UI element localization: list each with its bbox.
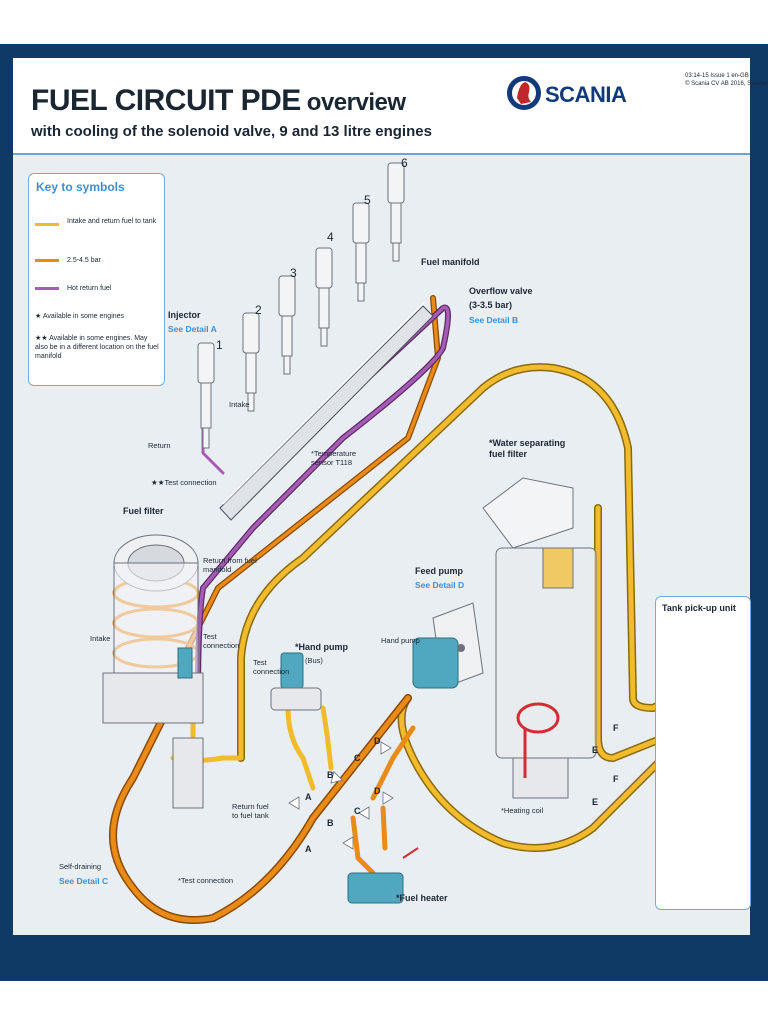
hand-pump-bus-label: (Bus) [305,656,323,665]
return-fuel-tank-label: Return fuel to fuel tank [232,802,269,820]
return-label: Return [148,441,171,450]
see-detail-c-link[interactable]: See Detail C [59,876,109,886]
injector-label: Injector [168,310,201,320]
key-star-one: ★ Available in some engines [35,313,125,320]
injector-number-4: 4 [327,230,334,244]
letter-a-upper: A [305,792,312,802]
feed-pump [412,602,484,689]
letter-e-upper: E [592,745,599,755]
scania-logo: SCANIA [507,68,627,120]
fuel-filter-label: Fuel filter [123,506,164,516]
key-item-intake: Intake and return fuel to tank [67,218,157,225]
intake-line-swatch [35,223,59,226]
intake-injector-label: Intake [229,400,250,409]
letter-c-upper: C [354,753,361,763]
brand-name: SCANIA [545,82,627,107]
fuel-manifold-label: Fuel manifold [421,257,480,267]
tank-pickup-label: Tank pick-up unit [662,603,736,613]
hand-pump-bus [270,652,322,711]
letter-b-upper: B [327,770,334,780]
doc-copyright: © Scania CV AB 2016, Sweden [685,81,768,87]
overflow-valve-label: Overflow valve [469,286,533,296]
fuel-heater-label: *Fuel heater [396,893,448,903]
key-star-two: ★★ Available in some engines. May also b… [35,335,159,360]
injector-number-3: 3 [290,266,297,280]
letter-d-lower: D [374,786,381,796]
return-from-manifold-label: Return from fuel manifold [203,556,257,574]
key-to-symbols: Key to symbols Intake and return fuel to… [28,173,165,386]
injector-number-5: 5 [364,193,371,207]
tank-pickup-panel: Tank pick-up unit [655,596,751,910]
document-info: 03:14-15 Issue 1 en-GB © Scania CV AB 20… [685,72,768,88]
fuel-heater [347,847,419,904]
self-draining-label: Self-draining [59,862,102,871]
water-separating-filter [482,477,597,799]
test-connection-top-label: ★★Test connection [151,478,217,487]
heating-coil-label: *Heating coil [501,806,544,815]
injectors [197,162,405,449]
injector-number-6: 6 [401,156,408,170]
key-item-hot-return: Hot return fuel [67,285,112,292]
see-detail-d-link[interactable]: See Detail D [415,580,465,590]
hot-return-line-swatch [35,287,59,290]
hand-pump-feed-label: Hand pump [381,636,420,645]
griffin-icon [507,76,541,110]
water-filter-label: *Water separating fuel filter [489,438,566,459]
injector-number-1: 1 [216,338,223,352]
overflow-pressure-label: (3-3.5 bar) [469,300,513,310]
letter-d-upper: D [374,736,381,746]
feed-pump-label: Feed pump [415,566,464,576]
letter-b-lower: B [327,818,334,828]
letter-c-lower: C [354,806,361,816]
test-connection-hp-label: Test connection [253,658,290,676]
title-main: FUEL CIRCUIT PDE [31,84,301,117]
doc-code: 03:14-15 Issue 1 en-GB [685,73,749,79]
temperature-sensor-label: *Temperature sensor T118 [311,449,357,467]
test-connection-mid-label: Test connection [203,632,240,650]
see-detail-b-link[interactable]: See Detail B [469,315,519,325]
hand-pump-label: *Hand pump [295,642,348,652]
see-detail-a-link[interactable]: See Detail A [168,324,217,334]
fuel-manifold [219,301,434,521]
letter-e-lower: E [592,797,599,807]
test-connection-bottom-label: *Test connection [178,876,234,885]
letter-a-lower: A [305,844,312,854]
key-item-pressure: 2.5-4.5 bar [67,257,101,264]
fuel-filter [102,534,204,809]
page-subtitle: with cooling of the solenoid valve, 9 an… [31,123,432,140]
key-title: Key to symbols [36,180,125,194]
intake-label: Intake [90,634,111,643]
letter-f-upper: F [613,723,619,733]
injector-number-2: 2 [255,303,262,317]
title-suffix: overview [306,89,406,116]
pressure-line-swatch [35,259,59,262]
letter-f-lower: F [613,774,619,784]
